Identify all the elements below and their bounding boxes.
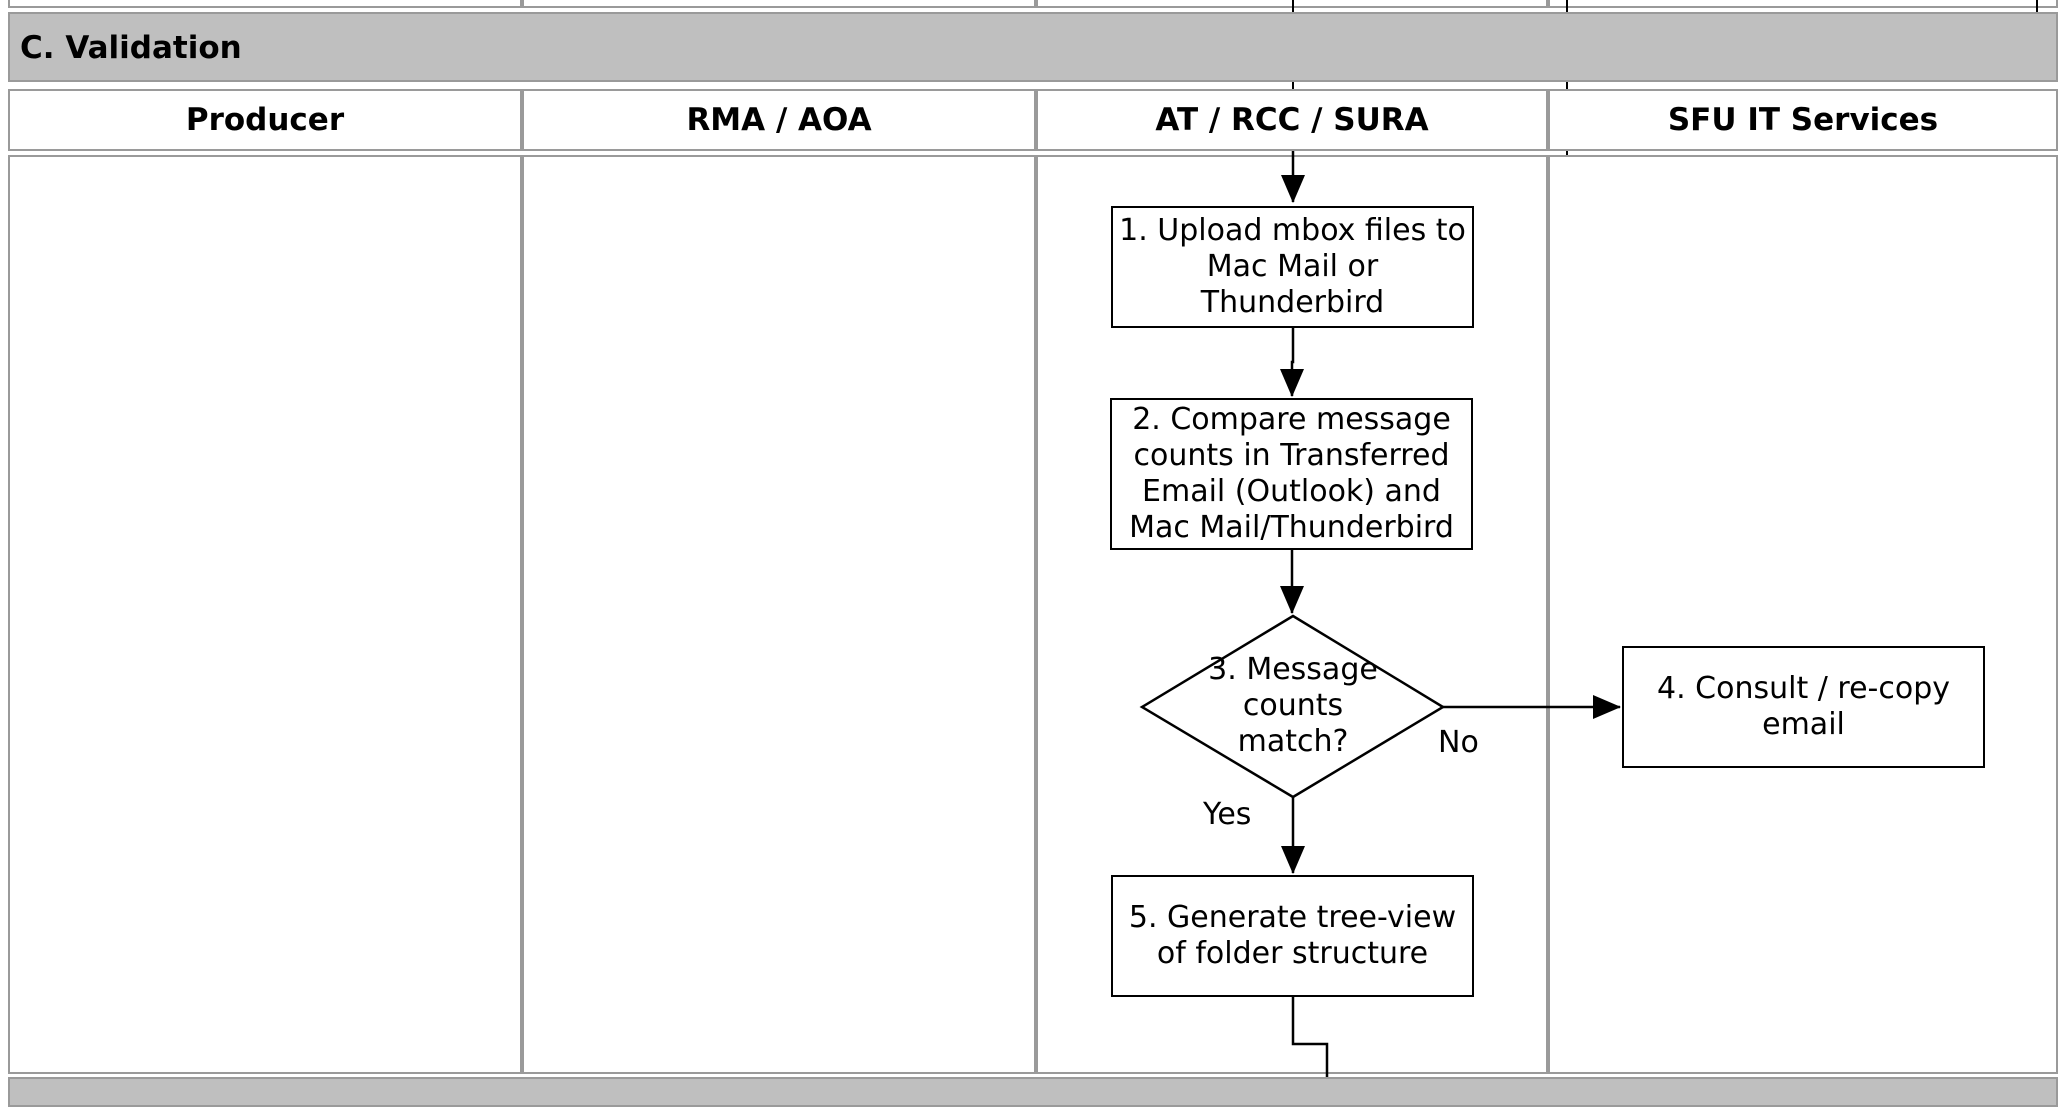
edge-label-no: No — [1438, 725, 1479, 760]
prev-row-cell — [8, 0, 522, 8]
lane-header-label: Producer — [185, 102, 345, 138]
edge-step5-out — [1291, 996, 1329, 1077]
edge-label-yes: Yes — [1203, 797, 1252, 832]
edge-step1-step2 — [1280, 327, 1304, 397]
section-title: C. Validation — [20, 30, 242, 66]
lane-header-label: AT / RCC / SURA — [1155, 102, 1429, 138]
step-5-label: 5. Generate tree-view of folder structur… — [1128, 900, 1457, 971]
step-4-label: 4. Consult / re-copy email — [1657, 671, 1950, 742]
step-5-box: 5. Generate tree-view of folder structur… — [1111, 875, 1474, 997]
lane-rma-aoa — [522, 155, 1036, 1074]
step-1-box: 1. Upload mbox files to Mac Mail or Thun… — [1111, 206, 1474, 328]
lane-producer — [8, 155, 522, 1074]
step-2-label: 2. Compare message counts in Transferred… — [1129, 402, 1454, 545]
lane-header-label: RMA / AOA — [686, 102, 872, 138]
section-header — [8, 12, 2058, 82]
step-4-box: 4. Consult / re-copy email — [1622, 646, 1985, 768]
prev-row-cell — [522, 0, 1036, 8]
prev-row-cell — [1548, 0, 2058, 8]
step-3-label: 3. Message counts match? — [1208, 652, 1378, 759]
lane-header-sfu-it-services: SFU IT Services — [1548, 89, 2058, 151]
lane-header-at-rcc-sura: AT / RCC / SURA — [1036, 89, 1548, 151]
lane-header-producer: Producer — [8, 89, 522, 151]
step-2-box: 2. Compare message counts in Transferred… — [1110, 398, 1473, 550]
decision-diamond — [1139, 614, 1446, 799]
lane-sfu-it-services — [1548, 155, 2058, 1074]
lane-header-rma-aoa: RMA / AOA — [522, 89, 1036, 151]
lane-header-label: SFU IT Services — [1667, 102, 1939, 138]
step-1-label: 1. Upload mbox files to Mac Mail or Thun… — [1119, 213, 1466, 320]
